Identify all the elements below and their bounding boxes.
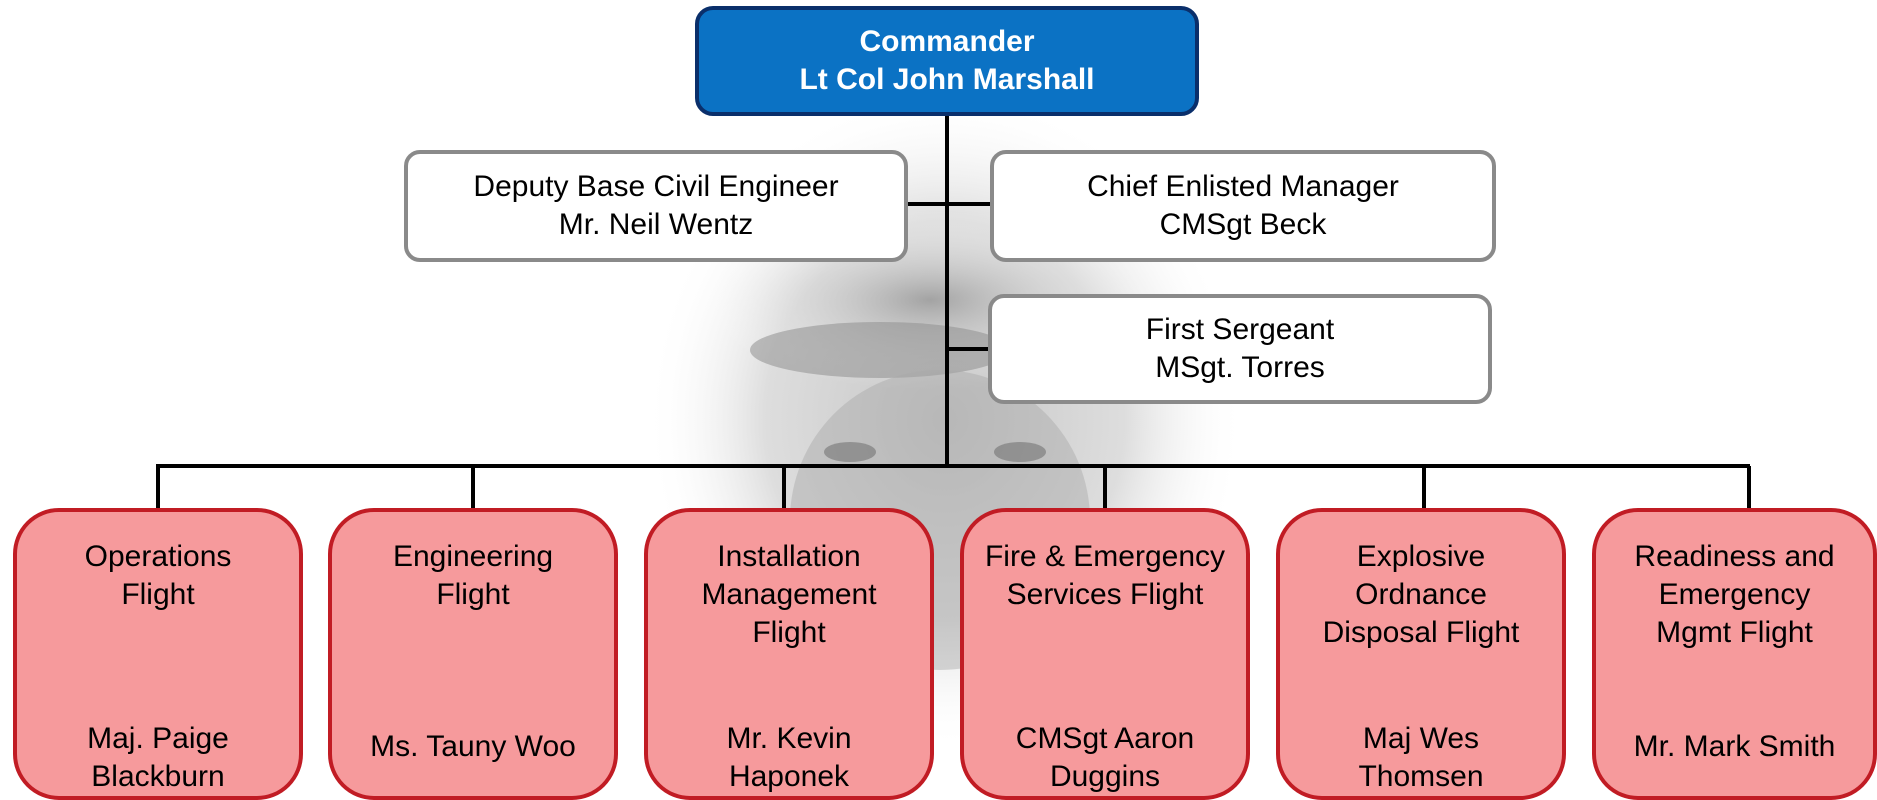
staff-title: First Sergeant — [1145, 313, 1335, 346]
flight-lead-line: Mr. Kevin — [726, 722, 852, 755]
flight-lead-line: Maj. Paige — [87, 722, 229, 755]
flight-lead: Mr. Kevin Haponek — [648, 720, 930, 796]
first-sergeant-box: First Sergeant MSgt. Torres — [988, 294, 1492, 404]
flight-lead: CMSgt Aaron Duggins — [964, 720, 1246, 796]
flight-name-line: Readiness and — [1634, 540, 1835, 573]
flight-name-line: Explosive — [1356, 540, 1486, 573]
staff-name: Mr. Neil Wentz — [558, 208, 754, 241]
flight-name: Operations Flight — [17, 538, 299, 720]
flight-lead-line: CMSgt Aaron — [1015, 722, 1195, 755]
flight-name-line: Mgmt Flight — [1656, 616, 1813, 649]
flight-box-explosive-ordnance-disposal: Explosive Ordnance Disposal Flight Maj W… — [1276, 508, 1566, 800]
commander-name: Lt Col John Marshall — [799, 63, 1095, 96]
flight-box-engineering: Engineering Flight Ms. Tauny Woo — [328, 508, 618, 800]
deputy-engineer-box: Deputy Base Civil Engineer Mr. Neil Went… — [404, 150, 908, 262]
flight-name-line: Services Flight — [1006, 578, 1204, 611]
flight-box-fire-emergency-services: Fire & Emergency Services Flight CMSgt A… — [960, 508, 1250, 800]
chief-enlisted-manager-box: Chief Enlisted Manager CMSgt Beck — [990, 150, 1496, 262]
flight-name: Explosive Ordnance Disposal Flight — [1280, 538, 1562, 720]
staff-title: Deputy Base Civil Engineer — [473, 170, 839, 203]
flight-lead-line: Haponek — [728, 760, 850, 793]
commander-box: Commander Lt Col John Marshall — [695, 6, 1199, 116]
flight-name-line: Operations — [84, 540, 232, 573]
flight-name-line: Flight — [436, 578, 510, 611]
flight-lead-line: Thomsen — [1358, 760, 1484, 793]
flight-lead: Ms. Tauny Woo — [332, 728, 614, 766]
staff-name: MSgt. Torres — [1155, 351, 1325, 384]
flight-name: Fire & Emergency Services Flight — [964, 538, 1246, 720]
flight-name-line: Flight — [121, 578, 195, 611]
flight-name-line: Emergency — [1658, 578, 1811, 611]
commander-title: Commander — [859, 25, 1035, 58]
flight-lead-line: Mr. Mark Smith — [1633, 730, 1836, 763]
flight-box-readiness-emergency-mgmt: Readiness and Emergency Mgmt Flight Mr. … — [1592, 508, 1877, 800]
flight-lead: Maj. Paige Blackburn — [17, 720, 299, 796]
flight-lead: Maj Wes Thomsen — [1280, 720, 1562, 796]
staff-title: Chief Enlisted Manager — [1087, 170, 1399, 203]
flight-name: Readiness and Emergency Mgmt Flight — [1596, 538, 1873, 728]
flight-lead-line: Maj Wes — [1362, 722, 1480, 755]
flight-name-line: Management — [701, 578, 877, 611]
flight-box-operations: Operations Flight Maj. Paige Blackburn — [13, 508, 303, 800]
flight-name-line: Engineering — [392, 540, 554, 573]
staff-name: CMSgt Beck — [1159, 208, 1327, 241]
flight-name-line: Flight — [752, 616, 826, 649]
flight-lead-line: Duggins — [1049, 760, 1161, 793]
flight-box-installation-management: Installation Management Flight Mr. Kevin… — [644, 508, 934, 800]
flight-name-line: Ordnance — [1355, 578, 1487, 611]
flight-lead-line: Ms. Tauny Woo — [370, 730, 576, 763]
flight-name-line: Fire & Emergency — [984, 540, 1226, 573]
flight-name-line: Disposal Flight — [1322, 616, 1520, 649]
flight-name-line: Installation — [717, 540, 861, 573]
flight-name: Engineering Flight — [332, 538, 614, 728]
flight-lead: Mr. Mark Smith — [1596, 728, 1873, 766]
flight-name: Installation Management Flight — [648, 538, 930, 720]
flight-lead-line: Blackburn — [91, 760, 225, 793]
